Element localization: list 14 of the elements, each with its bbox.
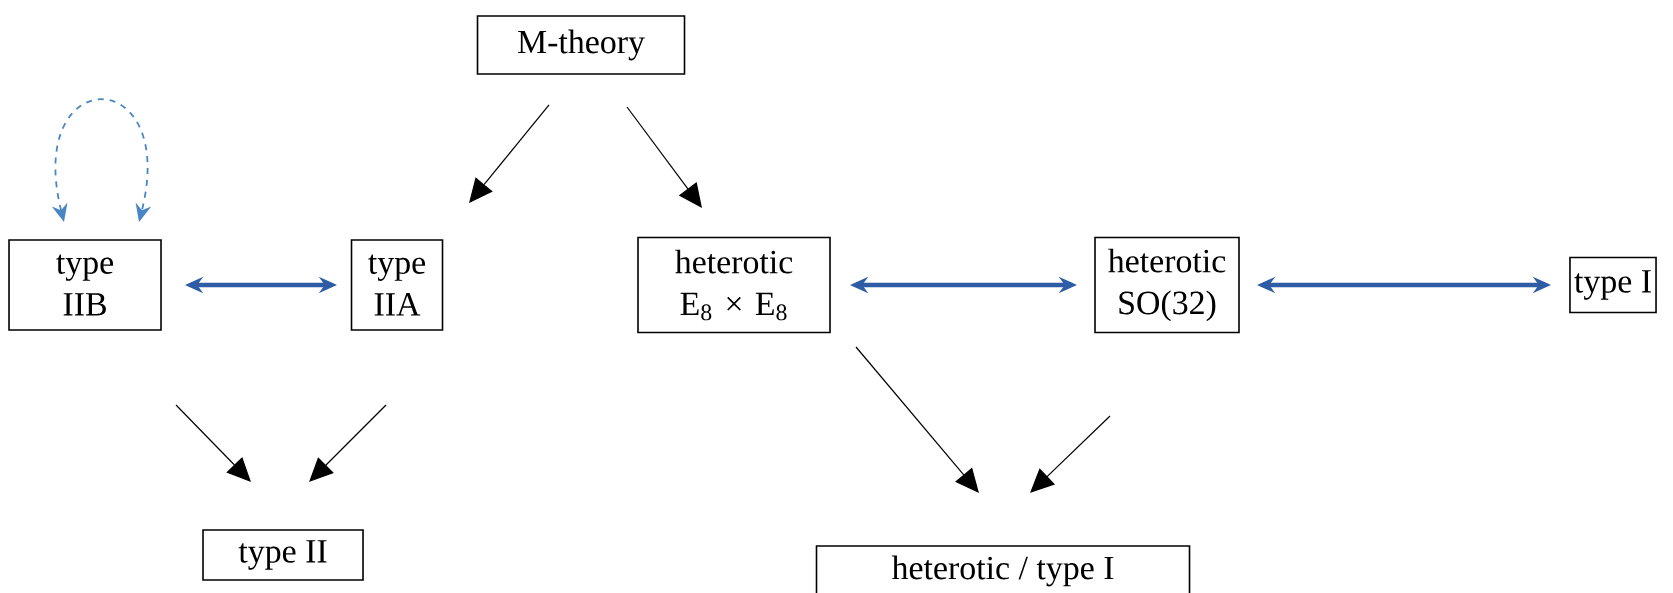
- label-box: type IIA: [350, 239, 444, 331]
- arrow: [175, 404, 251, 482]
- arrow: [855, 346, 979, 493]
- label-box: type IIB: [8, 239, 162, 331]
- label-box: M-theory: [476, 15, 686, 75]
- label-box: type I: [1569, 256, 1657, 314]
- label-box: type II: [202, 529, 364, 581]
- arrow: [469, 104, 550, 203]
- label-box: heterotic / type I: [815, 545, 1191, 593]
- label-box: heterotic SO(32): [1094, 236, 1240, 334]
- arrow: [309, 404, 387, 482]
- label-box: heterotic E$_{8}$ × E$_{8}$: [637, 236, 831, 334]
- arrow: [1030, 415, 1111, 493]
- arrow: [626, 106, 702, 208]
